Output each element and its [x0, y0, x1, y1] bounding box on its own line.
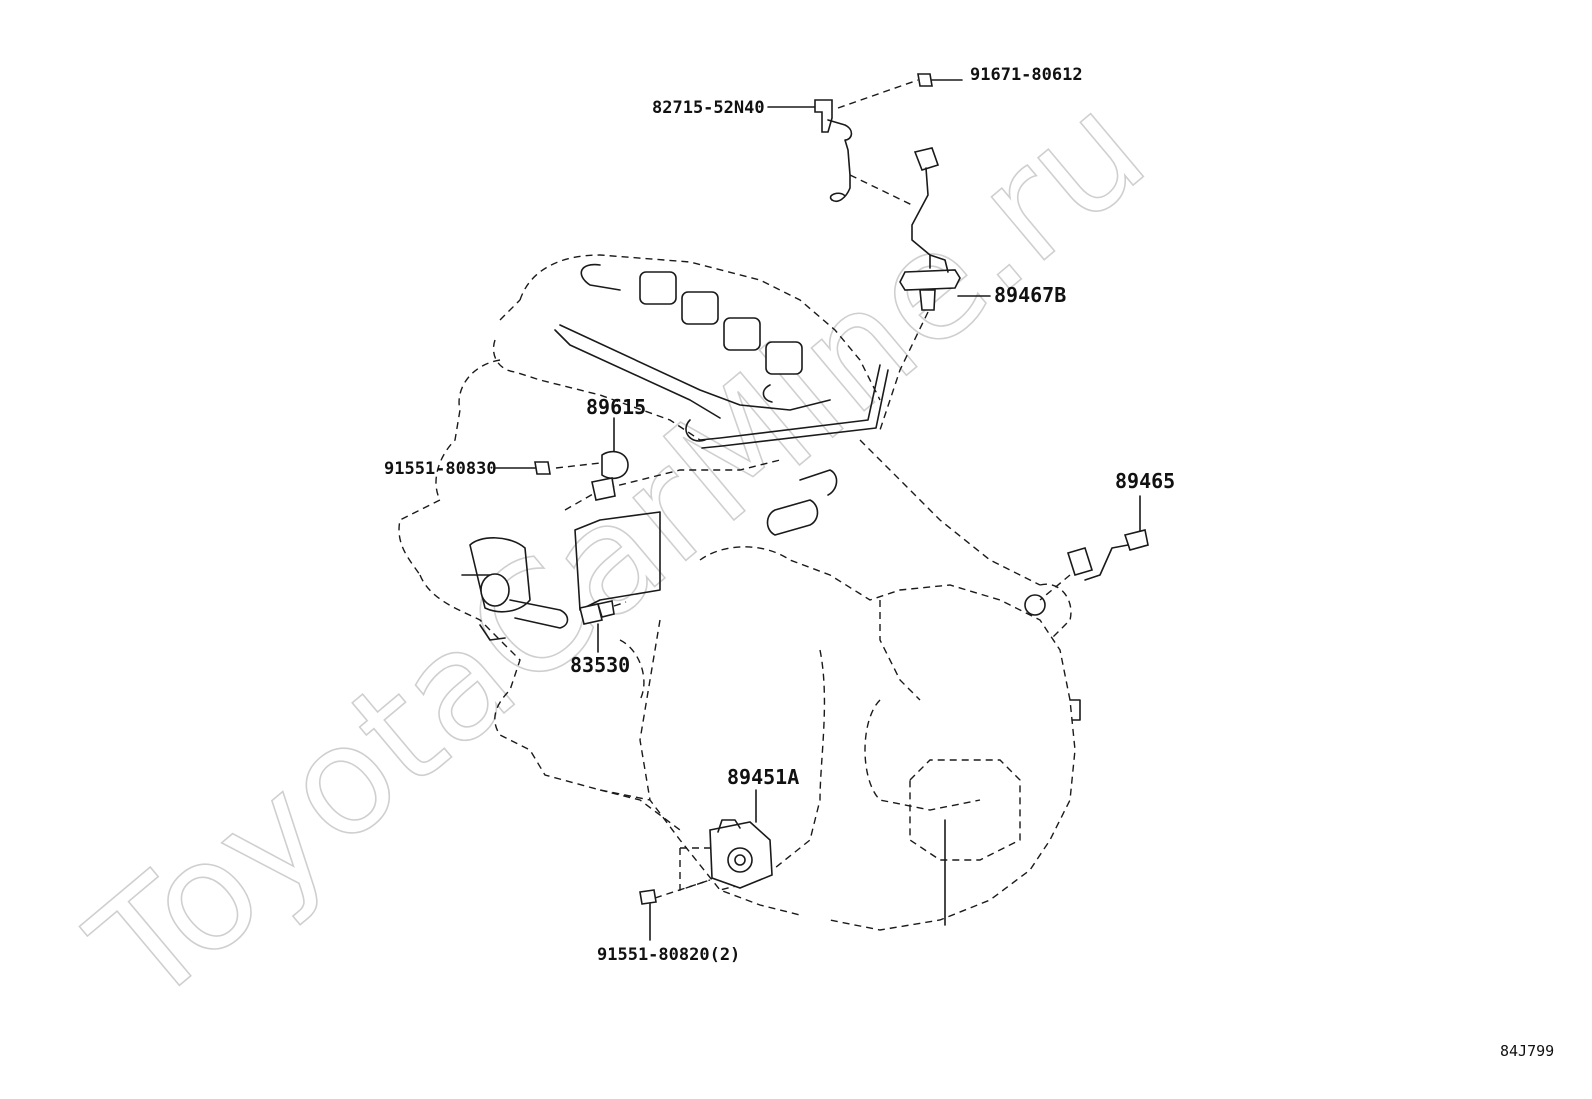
engine-outline: [398, 254, 1081, 931]
label-91551-80820: 91551-80820(2): [597, 945, 740, 965]
label-89465: 89465: [1115, 469, 1175, 493]
label-89467B: 89467B: [994, 283, 1066, 307]
watermark: ToyotaCarMine.ru: [61, 62, 1177, 1038]
part-89615-group: [555, 417, 629, 501]
label-83530: 83530: [570, 653, 630, 677]
part-89465-group: [1039, 495, 1149, 601]
diagram-code: 84J799: [1500, 1042, 1554, 1060]
part-89467B-group: [849, 147, 991, 431]
label-82715-52N40: 82715-52N40: [652, 98, 765, 118]
label-91551-80830: 91551-80830: [384, 459, 497, 479]
label-91671-80612: 91671-80612: [970, 65, 1083, 85]
part-91551-80820-group: [639, 847, 712, 941]
label-89451A: 89451A: [727, 765, 799, 789]
part-91671-80612-group: [917, 73, 963, 87]
part-91551-80830-group: [495, 461, 551, 475]
part-83530-group: [579, 600, 627, 653]
part-89451A-group: [709, 789, 773, 889]
label-89615: 89615: [586, 395, 646, 419]
part-82715-52N40-group: [767, 79, 919, 203]
